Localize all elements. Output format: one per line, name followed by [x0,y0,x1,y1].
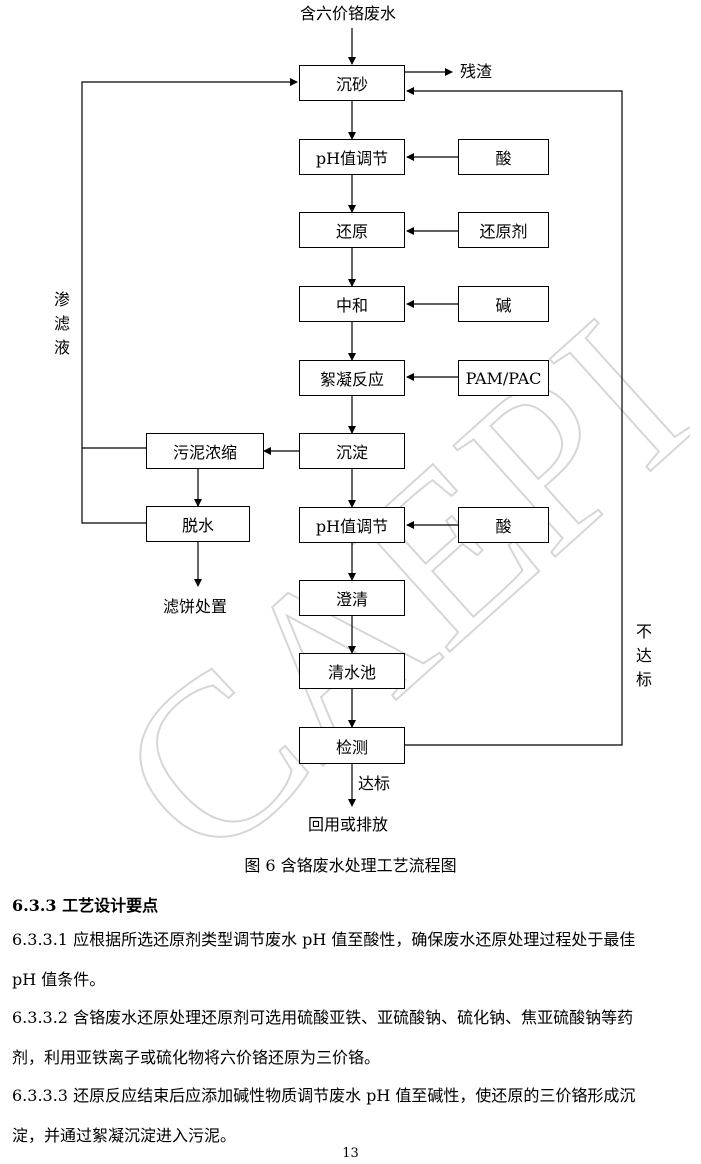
not-pass-char-2: 达 [635,646,652,665]
paragraph-line: 淀，并通过絮凝沉淀进入污泥。 [12,1126,237,1145]
paragraph-line: pH 值条件。 [12,970,106,989]
paragraph-6-3-3-3: 6.3.3.3 还原反应结束后应添加碱性物质调节废水 pH 值至碱性，使还原的三… [12,1076,692,1156]
node-detection: 检测 [299,727,405,764]
not-pass-char-1: 不 [635,622,652,641]
paragraph-line: 6.3.3.2 含铬废水还原处理还原剂可选用硫酸亚铁、亚硫酸钠、硫化钠、焦亚硫酸… [12,1008,634,1027]
pass-label: 达标 [358,774,391,793]
section-heading: 6.3.3 工艺设计要点 [12,896,159,915]
filtrate-char-1: 渗 [53,290,70,309]
reagent-alkali: 碱 [458,286,549,322]
node-sludge-thickening: 污泥浓缩 [146,433,264,469]
wastewater-source-label: 含六价铬废水 [300,4,397,23]
reagent-reductant: 还原剂 [458,212,549,248]
reuse-discharge-label: 回用或排放 [308,815,389,834]
paragraph-line: 6.3.3.1 应根据所选还原剂类型调节废水 pH 值至酸性，确保废水还原处理过… [12,930,636,949]
node-dewatering: 脱水 [146,506,250,542]
node-ph-adjust-1: pH值调节 [299,139,405,175]
not-pass-char-3: 标 [635,670,652,689]
paragraph-6-3-3-2: 6.3.3.2 含铬废水还原处理还原剂可选用硫酸亚铁、亚硫酸钠、硫化钠、焦亚硫酸… [12,998,692,1078]
node-sedimentation: 沉淀 [299,433,405,469]
node-ph-adjust-2: pH值调节 [299,507,405,543]
page-number: 13 [342,1146,359,1161]
reagent-acid-2: 酸 [458,507,549,543]
residue-label: 残渣 [460,62,493,81]
reagent-pam-pac: PAM/PAC [458,360,549,396]
node-reduction: 还原 [299,212,405,248]
node-clear-water-pool: 清水池 [299,653,405,689]
node-sand-settling: 沉砂 [299,65,405,101]
paragraph-6-3-3-1: 6.3.3.1 应根据所选还原剂类型调节废水 pH 值至酸性，确保废水还原处理过… [12,920,692,1000]
process-flowchart: 含六价铬废水 残渣 沉砂 pH值调节 还原 中和 絮凝反应 沉淀 pH值调节 澄… [53,4,652,834]
node-neutralization: 中和 [299,286,405,322]
node-flocculation: 絮凝反应 [299,360,405,396]
node-clarification: 澄清 [299,580,405,616]
paragraph-line: 剂，利用亚铁离子或硫化物将六价铬还原为三价铬。 [12,1048,381,1067]
paragraph-line: 6.3.3.3 还原反应结束后应添加碱性物质调节废水 pH 值至碱性，使还原的三… [12,1086,636,1105]
reagent-acid-1: 酸 [458,139,549,175]
filtrate-char-3: 液 [53,338,70,357]
filter-cake-label: 滤饼处置 [163,597,228,616]
flow-connectors [81,28,623,807]
figure-caption: 图 6 含铬废水处理工艺流程图 [244,856,457,875]
filtrate-char-2: 滤 [53,314,70,333]
